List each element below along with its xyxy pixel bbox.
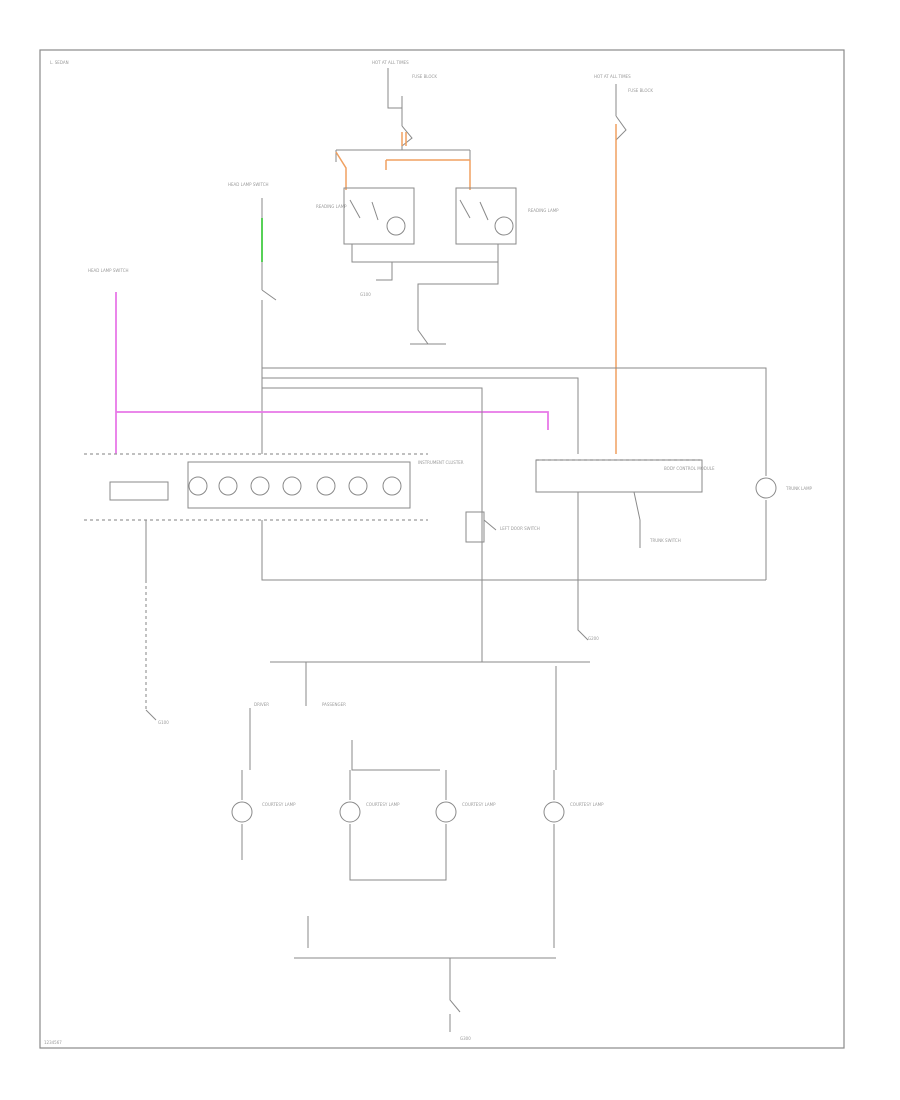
- courtesy-lamp-4: COURTESY LAMP: [543, 801, 604, 823]
- green-feed: HEAD LAMP SWITCH: [228, 182, 277, 454]
- trunk-lamp: TRUNK LAMP: [755, 460, 813, 580]
- reading-lamp-right: READING LAMP: [455, 187, 559, 245]
- cluster-label: INSTRUMENT CLUSTER: [418, 460, 464, 465]
- top-fuse-label-a: HOT AT ALL TIMES: [372, 60, 409, 65]
- reading-lamp-left: READING LAMP: [316, 187, 415, 245]
- pink-source-label: HEAD LAMP SWITCH: [88, 268, 129, 273]
- courtesy-3-label: COURTESY LAMP: [462, 802, 496, 807]
- module-feed-lines: [262, 367, 767, 660]
- courtesy-1-label: COURTESY LAMP: [262, 802, 296, 807]
- courtesy-4-label: COURTESY LAMP: [570, 802, 604, 807]
- courtesy-lamp-3: COURTESY LAMP: [435, 801, 496, 823]
- ground-top-label: G100: [360, 292, 371, 297]
- center-ground-bus: G200: [261, 520, 766, 641]
- reading-lamp-right-label: READING LAMP: [528, 208, 559, 213]
- top-fuse-label-b: HOT AT ALL TIMES: [594, 74, 631, 79]
- trunk-switch-label: TRUNK SWITCH: [649, 538, 681, 543]
- top-fuse-feed: HOT AT ALL TIMES FUSE BLOCK: [335, 60, 471, 190]
- courtesy-bus: DRIVER PASSENGER: [249, 660, 590, 771]
- fuse-note-b: FUSE BLOCK: [628, 88, 653, 93]
- reading-lamp-ground: G100: [351, 244, 499, 345]
- courtesy-lamp-2: COURTESY LAMP: [339, 801, 400, 823]
- ground-bottom-label: G300: [460, 1036, 471, 1041]
- pink-feed: HEAD LAMP SWITCH: [88, 268, 549, 454]
- corner-label: L. SEDAN: [50, 60, 69, 65]
- reading-lamp-left-label: READING LAMP: [316, 204, 347, 209]
- courtesy-ground: G300: [241, 770, 556, 1041]
- left-ground-drop: G100: [145, 520, 169, 725]
- driver-label: DRIVER: [254, 702, 269, 707]
- door-switch-label: LEFT DOOR SWITCH: [500, 526, 540, 531]
- ground-center-label: G200: [588, 636, 599, 641]
- green-source-label: HEAD LAMP SWITCH: [228, 182, 269, 187]
- body-control-module: BODY CONTROL MODULE TRUNK SWITCH: [535, 459, 715, 580]
- courtesy-2-label: COURTESY LAMP: [366, 802, 400, 807]
- module-label: BODY CONTROL MODULE: [664, 466, 715, 471]
- left-ground-label: G100: [158, 720, 169, 725]
- courtesy-lamp-1: COURTESY LAMP: [231, 801, 296, 823]
- diagram-frame: [39, 49, 845, 1049]
- footer-label: 1234567: [44, 1040, 62, 1045]
- door-switch-center: LEFT DOOR SWITCH: [465, 511, 540, 543]
- fuse-note-a: FUSE BLOCK: [412, 74, 437, 79]
- instrument-cluster: INSTRUMENT CLUSTER: [84, 453, 464, 521]
- trunk-lamp-label: TRUNK LAMP: [785, 486, 813, 491]
- right-fuse-feed: HOT AT ALL TIMES FUSE BLOCK: [594, 74, 653, 454]
- passenger-label: PASSENGER: [322, 702, 346, 707]
